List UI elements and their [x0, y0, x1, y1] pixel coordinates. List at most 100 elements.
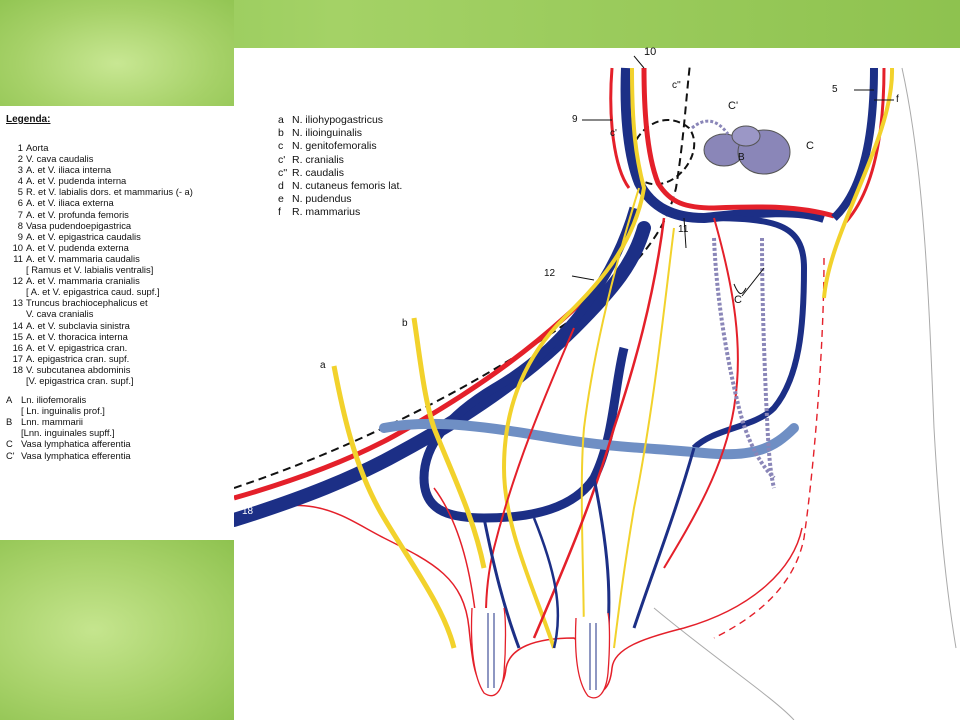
lymph-vessel-afferent-1: [712, 237, 776, 480]
nerve-legend-item: c N. genitofemoralis: [278, 140, 402, 153]
legend-letter-text: [ Ln. inguinalis prof.]: [21, 405, 105, 417]
legend-item: [V. epigastrica cran. supf.]: [4, 375, 232, 386]
vein-branch-lower-4: [532, 517, 560, 649]
vein-left-contour: [609, 67, 631, 189]
label-C-mid: C: [734, 294, 742, 306]
mammary-vein-right-arcade: [691, 215, 808, 451]
legend-text: R. et V. labialis dors. et mammarius (- …: [26, 186, 193, 198]
nerve-iliohypogastricus: [331, 365, 457, 649]
label-C-top: C: [806, 140, 814, 152]
legend-letter-key: B: [6, 416, 13, 428]
legend-key: [4, 375, 26, 386]
legend-key: 14: [12, 319, 23, 331]
nerve-legend-key: c: [278, 140, 284, 153]
legend-key: 6: [17, 197, 23, 209]
legend-text: V. cava caudalis: [26, 153, 94, 165]
legend-key: 15: [12, 330, 23, 342]
legend-key: 7: [17, 208, 23, 220]
artery-branch-1: [532, 217, 666, 639]
nerve-legend-text: R. mammarius: [292, 206, 361, 219]
label-11: 11: [678, 224, 689, 235]
slide-highlight-top: [0, 0, 234, 106]
legend-key: [4, 264, 26, 275]
legend-key: 2: [17, 153, 23, 165]
nerve-legend-item: c''R. caudalis: [278, 167, 402, 180]
legend-item: V. cava cranialis: [4, 308, 232, 319]
legend-item: [ A. et V. epigastrica caud. supf.]: [4, 286, 232, 297]
lymph-vessel-efferent: [691, 119, 730, 135]
legend-key: 5: [17, 186, 23, 198]
legend-key: 13: [12, 297, 23, 309]
legend-text: A. et V. epigastrica cran.: [26, 341, 128, 353]
vein-branch-lower-1: [482, 517, 521, 649]
legend-text: A. et V. epigastrica caudalis: [26, 230, 141, 242]
lymph-vessel-afferent-2: [760, 237, 776, 489]
leader-line-11: [683, 217, 687, 249]
mammary-lymph-node-top: [731, 125, 761, 147]
legend-key: [4, 286, 26, 297]
legend-key: 8: [17, 219, 23, 231]
legend-key: 10: [12, 241, 23, 253]
legend-key: 17: [12, 352, 23, 364]
artery-branch-2: [663, 217, 739, 569]
body-contour-line: [901, 67, 957, 649]
leg-contour-line: [653, 607, 795, 720]
teat-canal-left: [487, 613, 495, 688]
nerve-legend-text: N. genitofemoralis: [292, 140, 377, 153]
epigastric-vein-trunk: [234, 221, 651, 527]
teat-right: [574, 612, 611, 699]
legend-text: [ A. et V. epigastrica caud. supf.]: [26, 286, 160, 298]
legend-text: A. et V. mammaria cranialis: [26, 275, 140, 287]
label-c-prime: c': [610, 128, 617, 139]
legend-key: [4, 308, 26, 319]
legend-letter-item: C'Vasa lymphatica efferentia: [4, 450, 232, 461]
legend-text: V. cava cranialis: [26, 308, 94, 320]
label-9: 9: [572, 114, 578, 125]
legend-letter-item: [Lnn. inguinales supff.]: [4, 427, 232, 438]
legend-text: [V. epigastrica cran. supf.]: [26, 374, 134, 386]
nerve-ilioinguinalis: [411, 317, 487, 569]
nerve-legend-key: a: [278, 114, 284, 126]
udder-skin-dashed-outline: [713, 257, 825, 639]
label-a: a: [320, 360, 326, 371]
teat-canal-right: [589, 623, 597, 690]
label-c-double-prime: c'': [672, 80, 681, 91]
label-18: 18: [242, 506, 254, 517]
legend-key: 18: [12, 363, 23, 375]
legend-key: 1: [17, 142, 23, 153]
legend-letter-item: [ Ln. inguinalis prof.]: [4, 405, 232, 416]
legend-text: A. et V. iliaca interna: [26, 164, 112, 176]
nerve-legend-key: e: [278, 193, 284, 206]
legend-item: [ Ramus et V. labialis ventralis]: [4, 264, 232, 275]
legend-letter-text: Lnn. mammarii: [21, 416, 83, 428]
legend-key: 16: [12, 341, 23, 353]
legend-text: V. subcutanea abdominis: [26, 363, 131, 375]
legend-letter-item: B Lnn. mammarii: [4, 416, 232, 427]
legend-key: 11: [13, 252, 23, 264]
legend-letter-key: C': [6, 449, 15, 461]
nerve-legend-key: d: [278, 180, 284, 193]
legend-text: A. epigastrica cran. supf.: [26, 352, 130, 364]
label-5: 5: [832, 84, 838, 95]
legend-text: Vasa pudendoepigastrica: [26, 219, 132, 231]
legend-text: A. et V. iliaca externa: [26, 197, 114, 209]
